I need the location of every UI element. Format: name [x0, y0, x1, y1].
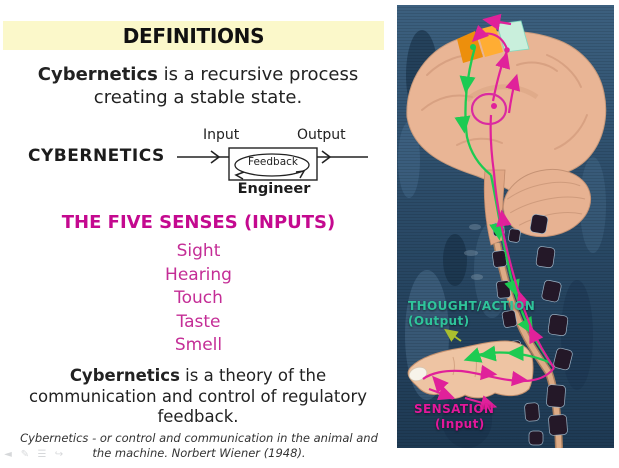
back-arrow-icon[interactable]: ◄	[4, 449, 12, 460]
top-output-arrow	[482, 13, 512, 31]
definition-primary-text: is a recursive process creating a stable…	[93, 64, 359, 108]
definition-secondary-text: is a theory of the communication and con…	[28, 366, 368, 426]
figure-output-label: THOUGHT/ACTION	[408, 299, 536, 313]
page-title: DEFINITIONS	[122, 23, 265, 48]
list-item-touch: Touch	[174, 288, 223, 308]
diagram-output-label: Output	[297, 127, 346, 143]
definition-secondary: Cybernetics is a theory of the communica…	[23, 366, 373, 428]
diagram-feedback-label: Feedback	[247, 156, 298, 168]
annotation-toolbar[interactable]: ◄ ✎ ☰ ↪	[3, 449, 64, 460]
fingernail	[408, 366, 428, 382]
cerebellum	[502, 168, 592, 238]
forward-arrow-icon[interactable]: ↪	[54, 449, 64, 460]
pen-icon[interactable]: ✎	[20, 449, 30, 460]
feedback-diagram	[177, 147, 368, 181]
diagram-engineer-label: Engineer	[237, 181, 311, 197]
figure-input-label: SENSATION	[414, 402, 495, 416]
ascending-pathway	[422, 13, 555, 411]
diagram-title: CYBERNETICS	[28, 146, 165, 166]
senses-heading: THE FIVE SENSES (INPUTS)	[61, 212, 336, 233]
brain-illustration	[397, 5, 614, 448]
thalamus-circle	[470, 92, 508, 126]
sensation-pointer-arrow	[432, 375, 454, 400]
figure-input-sublabel: (Input)	[435, 417, 485, 431]
title-banner: DEFINITIONS	[3, 21, 384, 50]
definition-primary-term: Cybernetics	[37, 64, 158, 85]
senses-list: Sight Hearing Touch Taste Smell	[0, 240, 397, 358]
list-item-smell: Smell	[174, 335, 223, 355]
definition-secondary-term: Cybernetics	[69, 366, 180, 385]
vertebrae-ghosts	[464, 224, 483, 280]
output-pointer-arrow	[444, 328, 462, 342]
brain-figure: THOUGHT/ACTION (Output) SENSATION (Input…	[397, 5, 614, 448]
definition-primary: Cybernetics is a recursive process creat…	[26, 63, 370, 109]
diagram-input-label: Input	[203, 127, 240, 143]
citation: Cybernetics - or control and communicati…	[20, 431, 378, 460]
list-item-hearing: Hearing	[165, 264, 232, 285]
figure-output-sublabel: (Output)	[408, 314, 470, 328]
list-item-sight: Sight	[176, 241, 221, 261]
menu-icon[interactable]: ☰	[37, 449, 47, 460]
list-item-taste: Taste	[176, 311, 221, 332]
